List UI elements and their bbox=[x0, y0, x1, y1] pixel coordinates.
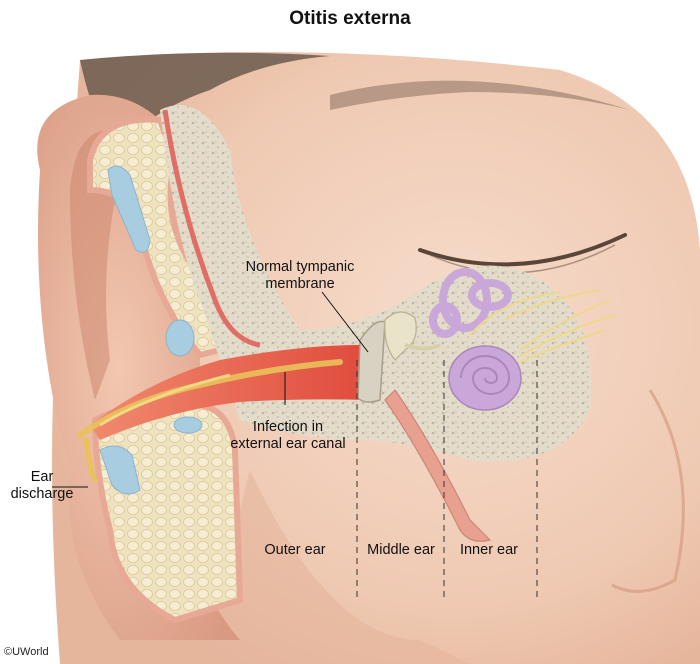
semicircular-canals bbox=[429, 268, 512, 338]
label-inner-ear: Inner ear bbox=[459, 542, 519, 558]
region-dividers bbox=[356, 360, 538, 600]
label-tympanic-membrane: Normal tympanic membrane bbox=[245, 259, 355, 292]
auditory-nerve bbox=[469, 289, 616, 363]
eustachian-tube bbox=[384, 389, 492, 542]
tympanic-membrane bbox=[357, 320, 386, 403]
cochlea bbox=[448, 345, 522, 411]
closed-eye bbox=[418, 233, 627, 267]
ear-discharge bbox=[77, 359, 343, 438]
label-middle-ear: Middle ear bbox=[367, 542, 435, 558]
label-infection: Infection in external ear canal bbox=[230, 419, 346, 452]
ossicles bbox=[384, 311, 417, 361]
diagram-title: Otitis externa bbox=[289, 8, 411, 29]
copyright-credit: ©UWorld bbox=[4, 646, 49, 658]
nose bbox=[611, 389, 685, 593]
label-ear-discharge: Ear discharge bbox=[10, 469, 74, 502]
label-outer-ear: Outer ear bbox=[264, 542, 326, 558]
eyebrow bbox=[330, 80, 630, 110]
tympanic-leader bbox=[321, 291, 369, 353]
